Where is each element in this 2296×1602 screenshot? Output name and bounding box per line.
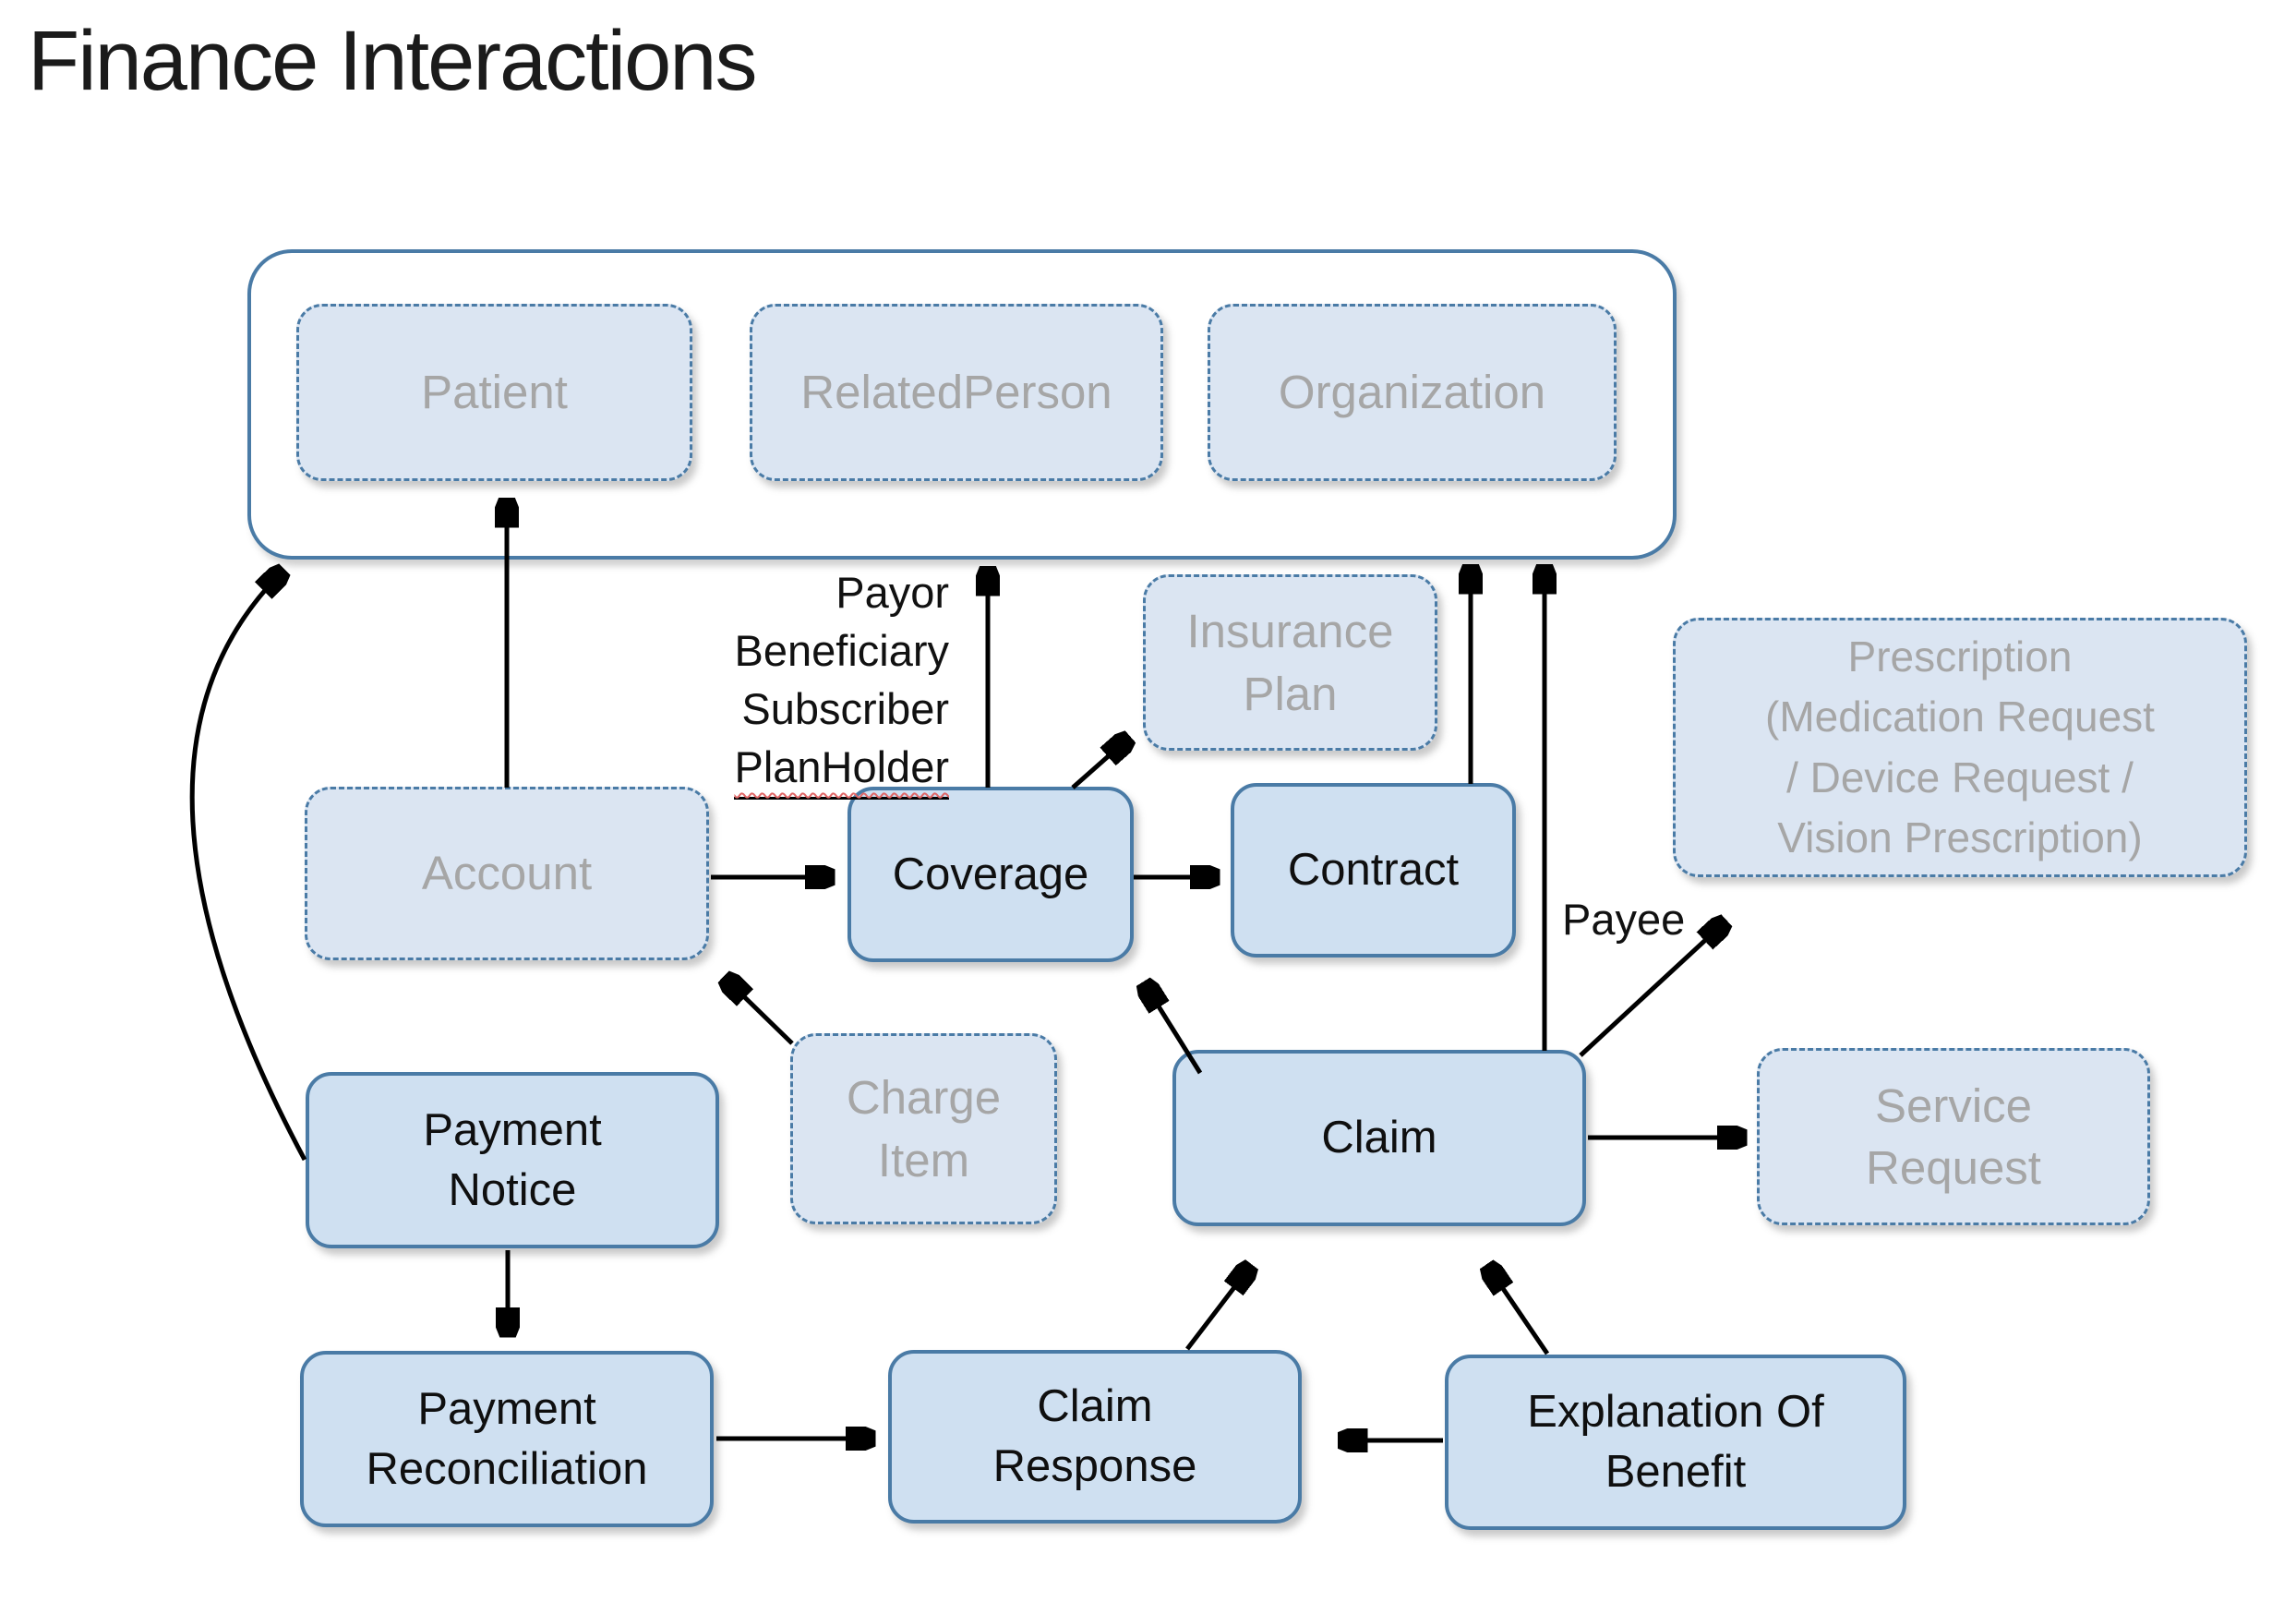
node-related-person: RelatedPerson bbox=[750, 304, 1163, 481]
node-claim: Claim bbox=[1172, 1050, 1586, 1226]
node-prescription: Prescription (Medication Request / Devic… bbox=[1673, 618, 2247, 877]
arrow-charge-item-to-account bbox=[726, 979, 794, 1045]
node-patient: Patient bbox=[296, 304, 692, 481]
node-claim-response: Claim Response bbox=[888, 1350, 1302, 1524]
coverage-role-planholder: PlanHolder bbox=[729, 738, 949, 800]
coverage-role-subscriber: Subscriber bbox=[741, 684, 949, 733]
arrow-payment-notice-to-party-container-curve bbox=[189, 572, 307, 1162]
node-explanation-of-benefit: Explanation Of Benefit bbox=[1445, 1355, 1906, 1530]
payee-label: Payee bbox=[1562, 895, 1686, 944]
coverage-roles-label: Payor Beneficiary Subscriber PlanHolder bbox=[729, 563, 949, 800]
page-title: Finance Interactions bbox=[28, 14, 757, 108]
node-coverage: Coverage bbox=[847, 787, 1134, 962]
node-charge-item: Charge Item bbox=[790, 1033, 1057, 1224]
node-payment-notice: Payment Notice bbox=[306, 1072, 719, 1248]
arrow-explanation-of-benefit-to-claim bbox=[1488, 1267, 1550, 1355]
planholder-underlined-text: PlanHolder bbox=[734, 738, 949, 800]
arrow-coverage-to-insurance-plan bbox=[1071, 739, 1128, 789]
node-service-request: Service Request bbox=[1757, 1048, 2150, 1225]
node-insurance-plan: Insurance Plan bbox=[1143, 574, 1437, 751]
arrow-claim-response-to-claim bbox=[1185, 1267, 1250, 1351]
node-payment-reconciliation: Payment Reconciliation bbox=[300, 1351, 714, 1527]
coverage-role-payor: Payor bbox=[835, 568, 949, 617]
node-contract: Contract bbox=[1231, 783, 1516, 958]
node-account: Account bbox=[305, 787, 709, 960]
coverage-role-beneficiary: Beneficiary bbox=[734, 626, 950, 675]
node-organization: Organization bbox=[1208, 304, 1617, 481]
